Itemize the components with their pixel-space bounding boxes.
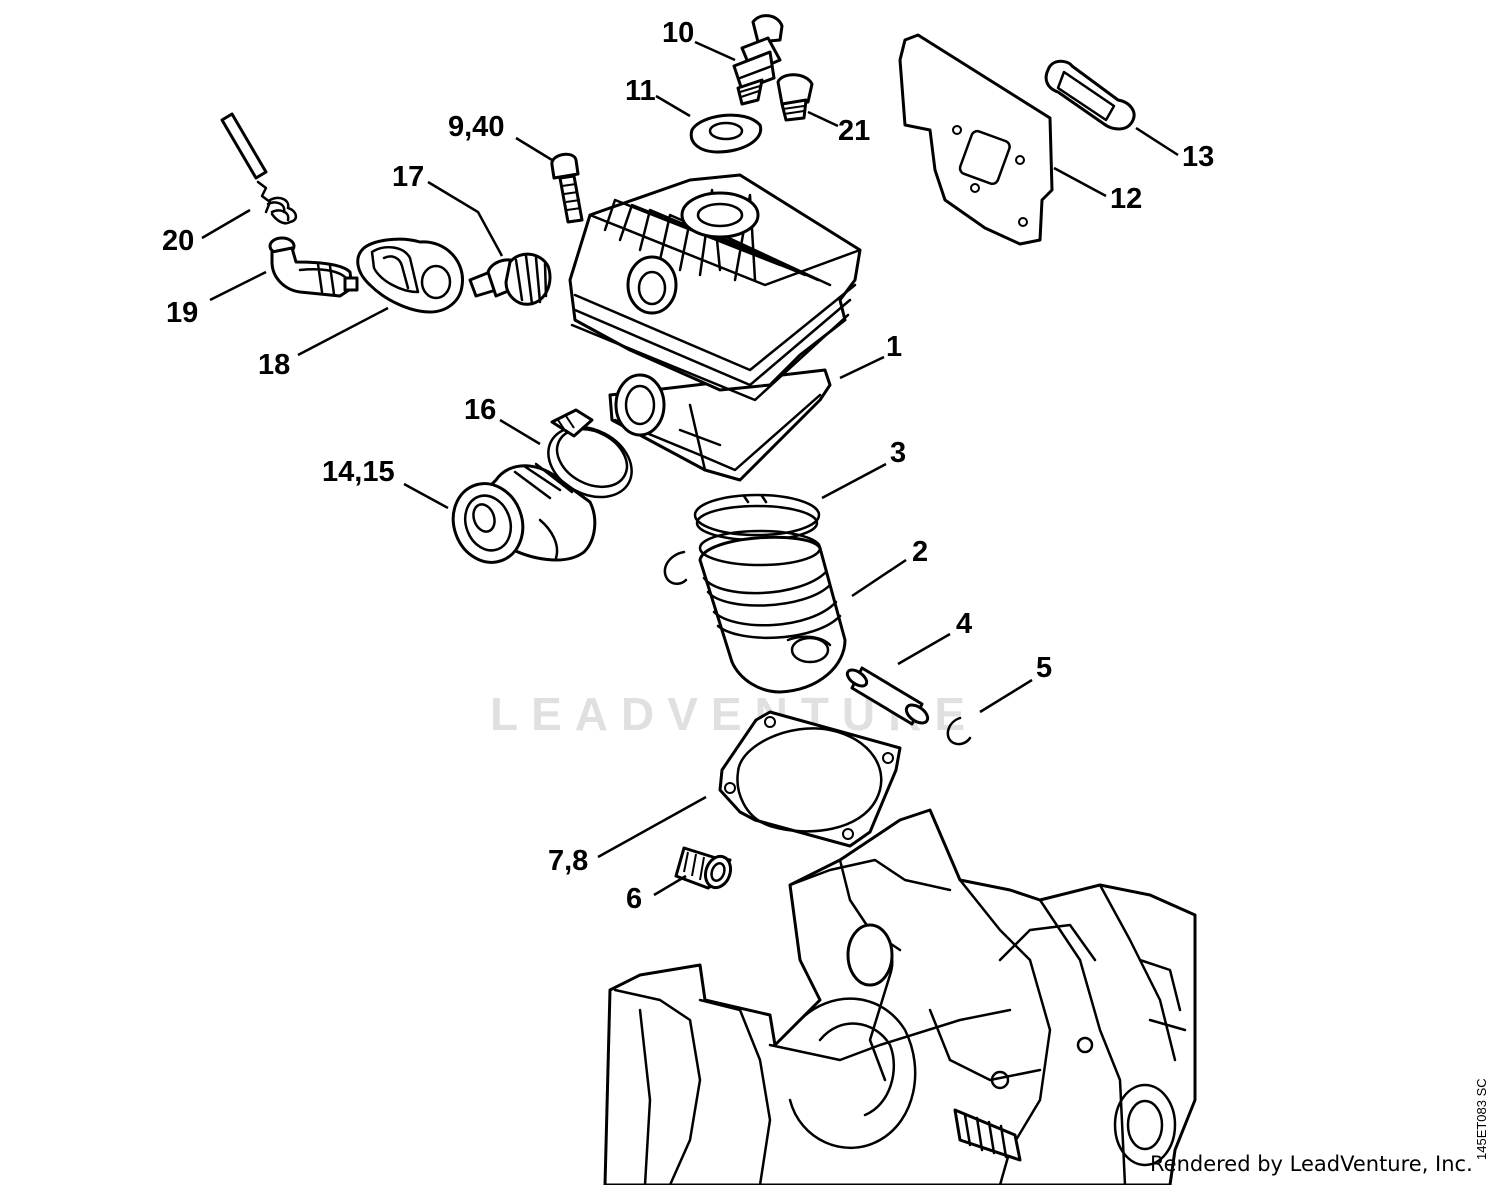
leader-940 [515,136,553,162]
exhaust-gasket-part [1044,59,1136,131]
callout-18: 18 [258,349,290,381]
leader-1 [839,355,885,380]
circlip-right-part [946,716,972,746]
plug-part [776,73,814,122]
leader-2 [851,558,907,598]
intake-flange-part [356,237,464,314]
screw-part [550,152,584,224]
crankcase-part [603,808,1197,1185]
callout-19: 19 [166,297,198,329]
callout-3: 3 [890,437,906,469]
drawing-code: 145ET083 SC [1474,1078,1489,1160]
callout-13: 13 [1182,141,1214,173]
leader-lines [201,40,1179,897]
piston-pin-part [845,666,930,726]
elbow-connector-part [268,236,359,298]
decompression-valve-part [732,14,784,106]
needle-cage-part [674,846,733,890]
callout-7-8: 7,8 [548,845,588,877]
leader-3 [821,462,887,500]
callout-4: 4 [956,608,972,640]
callout-6: 6 [626,883,642,915]
callout-16: 16 [464,394,496,426]
leader-16 [499,418,541,446]
leader-78 [597,795,707,859]
spring-part [220,112,298,225]
leader-13 [1135,126,1179,157]
render-credit: Rendered by LeadVenture, Inc. [1150,1152,1473,1176]
callout-14-15: 14,15 [322,456,395,488]
leader-4 [897,632,951,666]
leader-19 [209,270,267,302]
callout-17: 17 [392,161,424,193]
callout-11: 11 [625,75,656,107]
callout-5: 5 [1036,652,1052,684]
callout-20: 20 [162,225,194,257]
leader-18 [297,306,389,357]
leader-12 [1053,166,1107,198]
callout-21: 21 [838,115,870,147]
leader-20 [201,208,251,240]
leader-21 [807,110,839,128]
piston-rings-part [693,493,821,542]
callout-12: 12 [1110,183,1142,215]
circlip-left-part [663,550,688,585]
callout-10: 10 [662,17,694,49]
leader-1415 [403,482,449,510]
leader-11 [655,94,691,118]
cylinder-gasket-part [718,710,902,848]
leader-6 [653,874,687,897]
leader-5 [979,678,1033,714]
leader-10 [694,40,736,62]
washer-part [689,113,763,154]
callout-9-40: 9,40 [448,111,504,143]
callout-2: 2 [912,536,928,568]
callout-labels: 10 11 21 9,40 17 12 13 20 19 18 1 16 14,… [162,17,1214,915]
gasket-plate-part [898,33,1054,246]
callout-1: 1 [886,331,902,363]
cylinder-part [568,173,862,482]
intake-manifold-part [451,462,597,564]
piston-part [698,529,847,694]
leader-17 [427,180,504,257]
valve-fitting-part [468,252,552,306]
